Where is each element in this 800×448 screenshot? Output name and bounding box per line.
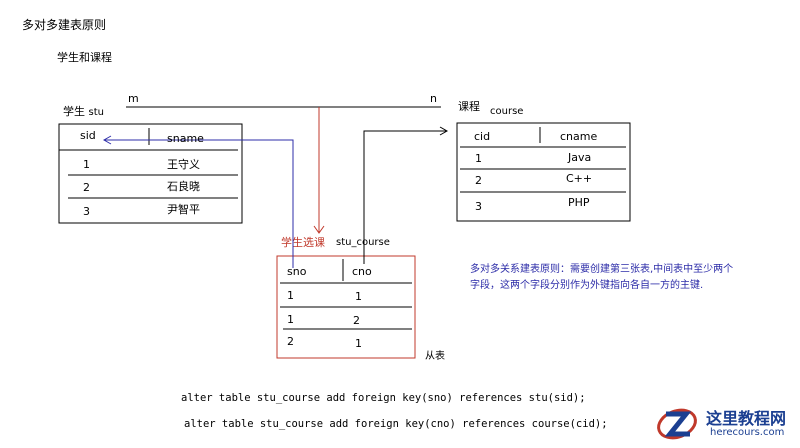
logo-domain: herecours.com <box>710 427 785 438</box>
cno-fk-arrow-line <box>363 130 447 264</box>
relation-n-label: n <box>430 92 437 105</box>
stu-table-caption: 学生 stu <box>63 103 104 119</box>
stu-course-table-border <box>276 255 416 359</box>
course-cell-cid-3: 3 <box>475 200 482 213</box>
principle-line-2: 字段，这两个字段分别作为外键指向各自一方的主键. <box>470 280 704 291</box>
stu-course-cell-sno-3: 2 <box>287 335 294 348</box>
stu-table-border <box>58 123 243 224</box>
relation-m-label: m <box>128 92 139 105</box>
site-logo: 这里教程网 herecours.com <box>654 402 800 448</box>
stu-course-header-cno: cno <box>352 265 372 278</box>
stu-course-header-sno: sno <box>287 265 307 278</box>
course-table-grid <box>456 122 631 222</box>
stu-cell-sid-2: 2 <box>83 181 90 194</box>
stu-course-cell-sno-2: 1 <box>287 313 294 326</box>
stu-name: stu <box>88 107 104 118</box>
stu-course-cell-cno-2: 2 <box>353 314 360 327</box>
course-cell-cname-1: Java <box>568 151 592 164</box>
stu-course-name: stu_course <box>336 237 390 248</box>
page-subtitle: 学生和课程 <box>57 51 112 64</box>
course-cell-cid-2: 2 <box>475 174 482 187</box>
page-title: 多对多建表原则 <box>22 18 107 32</box>
sql-line-2: alter table stu_course add foreign key(c… <box>184 418 608 430</box>
stu-course-cell-cno-1: 1 <box>355 290 362 303</box>
stu-label: 学生 <box>63 105 85 118</box>
stu-header-sname: sname <box>167 132 204 145</box>
stu-course-label: 学生选课 <box>281 236 325 249</box>
sno-fk-arrow-head <box>102 135 112 145</box>
course-cell-cname-2: C++ <box>566 172 593 185</box>
course-name: course <box>490 106 524 117</box>
logo-emblem-icon <box>657 408 697 440</box>
course-table-border <box>456 122 631 222</box>
stu-cell-sname-3: 尹智平 <box>167 203 200 216</box>
course-cell-cid-1: 1 <box>475 152 482 165</box>
stu-cell-sid-3: 3 <box>83 205 90 218</box>
sno-fk-arrow-line <box>104 139 294 268</box>
course-cell-cname-3: PHP <box>568 196 590 209</box>
stu-table-grid <box>58 123 243 224</box>
principle-line-1: 多对多关系建表原则：需要创建第三张表,中间表中至少两个 <box>470 264 734 275</box>
cno-fk-arrow-head <box>439 126 449 136</box>
stu-course-table-grid <box>276 255 416 359</box>
stu-course-cell-sno-1: 1 <box>287 289 294 302</box>
stu-cell-sid-1: 1 <box>83 158 90 171</box>
stu-cell-sname-1: 王守义 <box>167 158 200 171</box>
stu-header-sid: sid <box>80 129 96 142</box>
course-header-cid: cid <box>474 130 491 143</box>
course-label: 课程 <box>458 100 480 113</box>
course-header-cname: cname <box>560 130 598 143</box>
logo-text: 这里教程网 <box>706 409 787 428</box>
red-arrow-head <box>313 225 325 234</box>
stu-course-cell-cno-3: 1 <box>355 337 362 350</box>
stu-cell-sname-2: 石良晓 <box>167 180 200 193</box>
sql-line-1: alter table stu_course add foreign key(s… <box>181 392 586 404</box>
stu-course-side-label: 从表 <box>425 351 445 362</box>
